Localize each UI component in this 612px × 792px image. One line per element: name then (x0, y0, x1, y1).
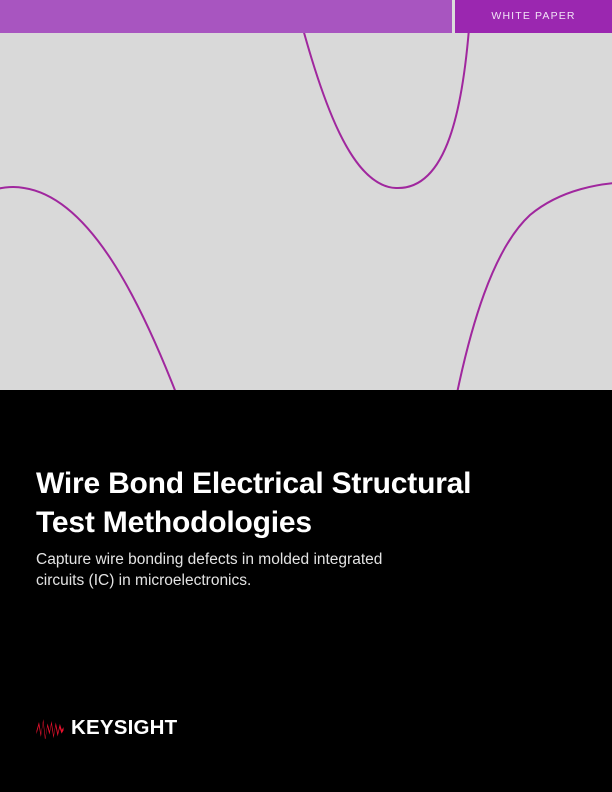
wire-bond-loop-curves-graphic (0, 0, 612, 399)
center-u-curve (294, 0, 472, 190)
document-type-badge: WHITE PAPER (455, 0, 612, 33)
document-type-label: WHITE PAPER (491, 10, 576, 23)
page-title: Wire Bond Electrical Structural Test Met… (36, 467, 472, 539)
brand-wordmark: KEYSIGHT (71, 716, 178, 740)
left-arch-curve (0, 186, 179, 399)
hero-background (0, 0, 612, 390)
banner-divider (452, 0, 455, 33)
keysight-waveform-icon (36, 719, 64, 739)
keysight-logo: KEYSIGHT (36, 718, 177, 739)
cover-text-block: Wire Bond Electrical Structural Test Met… (36, 465, 556, 592)
page-subtitle: Capture wire bonding defects in molded i… (36, 551, 383, 590)
right-arch-curve (455, 182, 612, 399)
content-panel-background: Wire Bond Electrical Structural Test Met… (0, 390, 612, 792)
